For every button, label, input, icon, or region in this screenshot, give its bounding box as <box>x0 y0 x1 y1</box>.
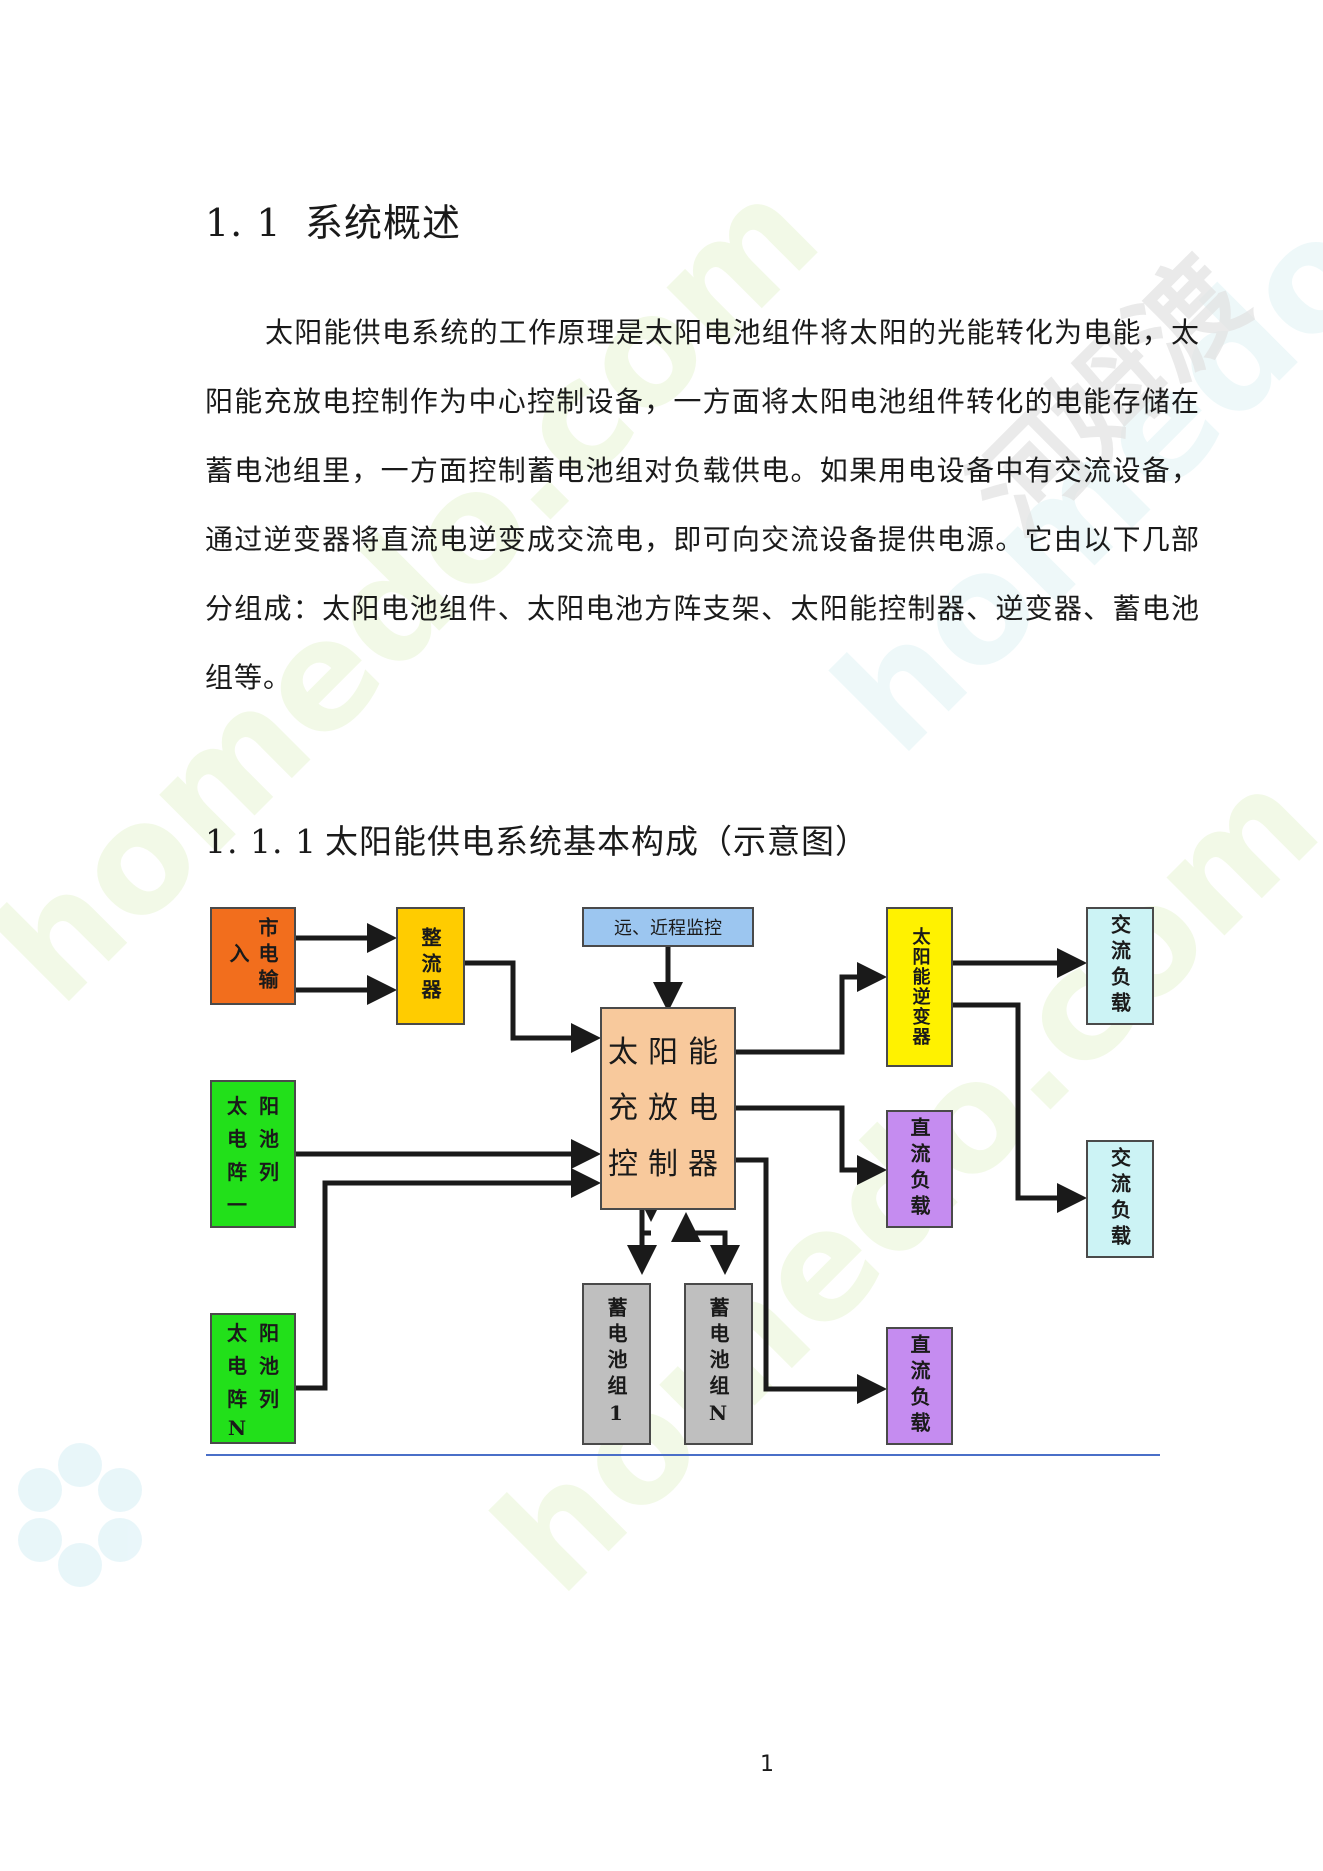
diagram-connectors <box>206 923 1160 1456</box>
mains-input-box: 市电输入 <box>210 907 296 1005</box>
ac-load-1-box: 交流负载 <box>1086 907 1154 1025</box>
arrow-controller-to-inverter <box>730 962 887 1055</box>
watermark-flower-icon <box>18 1443 142 1587</box>
arrow-controller-to-battery1 <box>627 1230 657 1275</box>
section-heading: 1. 1 系统概述 <box>205 192 461 247</box>
ac-load-2-box: 交流负载 <box>1086 1140 1154 1258</box>
dc-load-2-box: 直流负载 <box>886 1327 953 1445</box>
battery-1-box: 蓄电池组1 <box>582 1283 651 1445</box>
dc-load-1-box: 直流负载 <box>886 1110 953 1228</box>
arrow-arrayN-to-controller <box>296 1168 601 1391</box>
subsection-title: 太阳能供电系统基本构成（示意图） <box>325 822 869 861</box>
remote-monitor-box: 远、近程监控 <box>582 907 754 947</box>
rectifier-box: 整流器 <box>396 907 465 1025</box>
system-diagram: 市电输入 整流器 远、近程监控 太阳能 充放电 控制器 太阳 电池 阵列 一 太… <box>200 895 1170 1460</box>
arrow-inverter-to-acload2 <box>953 1002 1087 1213</box>
section-title: 系统概述 <box>305 201 462 245</box>
body-paragraph: 太阳能供电系统的工作原理是太阳电池组件将太阳的光能转化为电能，太阳能充放电控制作… <box>205 316 1200 694</box>
page-number: 1 <box>760 1752 774 1777</box>
battery-n-box: 蓄电池组N <box>684 1283 753 1445</box>
section-number: 1. 1 <box>205 201 282 245</box>
subsection-number: 1. 1. 1 <box>205 822 317 861</box>
inverter-box: 太阳能逆变器 <box>886 907 953 1067</box>
arrow-rectifier-to-controller <box>465 960 601 1053</box>
solar-array-n-box: 太阳 电池 阵列 N <box>210 1313 296 1444</box>
arrow-controller-to-dcload1 <box>730 1105 887 1185</box>
arrow-battery1-to-controller <box>636 1192 666 1233</box>
solar-array-1-box: 太阳 电池 阵列 一 <box>210 1080 296 1228</box>
controller-box: 太阳能 充放电 控制器 <box>600 1007 736 1210</box>
arrow-controller-to-dcload2 <box>730 1157 887 1404</box>
arrow-controller-to-batteryN <box>686 1230 740 1275</box>
